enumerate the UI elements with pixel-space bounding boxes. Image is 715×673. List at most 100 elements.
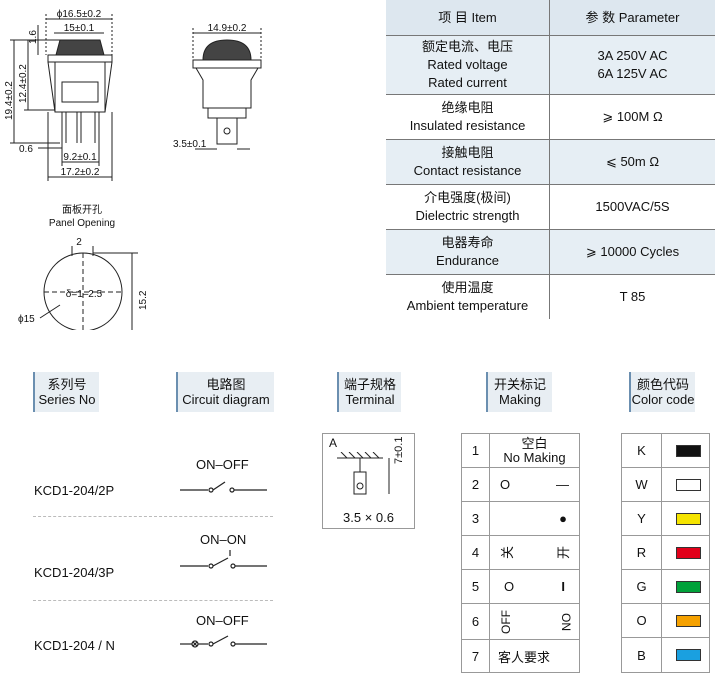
- spec-row: 电器寿命 Endurance ⩾ 10000 Cycles: [386, 230, 715, 275]
- spec-value-2: 6A 125V AC: [597, 66, 668, 81]
- spec-value: 1500VAC/5S: [595, 199, 670, 214]
- spec-item-cn: 接触电阻: [441, 145, 494, 160]
- color-swatch: [676, 479, 701, 491]
- color-swatch: [676, 615, 701, 627]
- spec-item-cn: 绝缘电阻: [441, 100, 494, 115]
- color-row: W: [622, 468, 709, 502]
- making-row: 7 客人要求: [462, 640, 579, 672]
- making-symbol-right: ON: [559, 612, 573, 631]
- series-header-en: Series No: [38, 392, 96, 407]
- terminal-label: A: [329, 436, 338, 450]
- circuit-header-en: Circuit diagram: [182, 392, 270, 407]
- making-row: 4 关 开: [462, 536, 579, 570]
- making-number: 3: [462, 502, 490, 535]
- making-text-cn: 空白: [521, 435, 548, 451]
- spec-value: T 85: [619, 289, 646, 304]
- dim-body-height: 12.4±0.2: [18, 64, 29, 103]
- spec-item-en2: Rated current: [428, 75, 507, 90]
- making-symbol-left: O: [500, 477, 511, 492]
- spec-item-en: Ambient temperature: [406, 298, 529, 313]
- rocker-button: [55, 39, 105, 56]
- dim-panel-diameter: ϕ15: [18, 314, 35, 325]
- terminal-drawing: [337, 452, 390, 495]
- making-symbol-right: —: [556, 477, 569, 492]
- making-header: 开关标记 Making: [486, 372, 552, 412]
- spec-item-cn: 电器寿命: [441, 235, 494, 250]
- color-code: G: [622, 570, 662, 603]
- spec-header-item: 项 目 Item: [386, 0, 550, 35]
- making-number: 6: [462, 604, 490, 639]
- making-symbol-right: I: [561, 579, 565, 594]
- spec-item-en: Dielectric strength: [415, 208, 520, 223]
- spec-item-en: Insulated resistance: [409, 118, 526, 133]
- color-row: O: [622, 604, 709, 638]
- terminal-box: A 7±0.1 3.5 × 0.6: [322, 433, 415, 529]
- making-number: 7: [462, 640, 490, 672]
- color-row: Y: [622, 502, 709, 536]
- color-swatch: [676, 547, 701, 559]
- spec-header-param: 参 数 Parameter: [585, 9, 680, 25]
- color-row: G: [622, 570, 709, 604]
- making-symbol-right: 开: [555, 545, 571, 560]
- spec-item-en: Endurance: [436, 253, 499, 268]
- making-row: 3 ●: [462, 502, 579, 536]
- spec-value: ⩾ 100M Ω: [602, 109, 663, 124]
- panel-thickness: δ=1–2.5: [66, 289, 103, 300]
- dim-pin-thickness: 0.6: [19, 144, 33, 155]
- series-model: KCD1-204/3P: [34, 565, 115, 580]
- spec-header-row: 项 目 Item 参 数 Parameter: [386, 0, 715, 36]
- circuit-header-cn: 电路图: [206, 377, 246, 392]
- making-row: 1 空白 No Making: [462, 434, 579, 468]
- terminal-dim: 3.5 × 0.6: [343, 510, 394, 525]
- color-header: 颜色代码 Color code: [629, 372, 695, 412]
- terminal-header: 端子规格 Terminal: [337, 372, 401, 412]
- terminal-header-cn: 端子规格: [343, 377, 396, 392]
- making-number: 2: [462, 468, 490, 501]
- side-cap: [202, 39, 252, 61]
- color-code: Y: [622, 502, 662, 535]
- spec-item-cn: 介电强度(极间): [424, 190, 511, 205]
- color-row: B: [622, 638, 709, 672]
- circuit-type: ON–OFF: [196, 457, 249, 472]
- making-number: 5: [462, 570, 490, 603]
- color-row: K: [622, 434, 709, 468]
- making-text-cn: 客人要求: [498, 649, 551, 665]
- color-swatch: [676, 581, 701, 593]
- spec-row: 接触电阻 Contact resistance ⩽ 50m Ω: [386, 140, 715, 185]
- making-header-en: Making: [499, 392, 541, 407]
- making-symbol-right: ●: [559, 511, 567, 526]
- panel-opening-title-cn: 面板开孔: [62, 203, 102, 216]
- spec-item-en: Rated voltage: [427, 57, 508, 72]
- making-symbol-left: OFF: [499, 609, 513, 634]
- series-header: 系列号 Series No: [33, 372, 99, 412]
- making-row: 2 O —: [462, 468, 579, 502]
- spec-row: 介电强度(极间) Dielectric strength 1500VAC/5S: [386, 185, 715, 230]
- color-swatch: [676, 445, 701, 457]
- spec-item-cn: 额定电流、电压: [421, 39, 513, 54]
- row-divider: [33, 600, 273, 601]
- spec-item-en: Contact resistance: [413, 163, 522, 178]
- panel-opening-title-en: Panel Opening: [49, 218, 115, 229]
- dimension-drawings: ϕ16.5±0.2 15±0.1 1.6 19.4±0.2 12.4±0.2 0…: [4, 9, 262, 330]
- spec-item-cn: 使用温度: [441, 280, 494, 295]
- making-table: 1 空白 No Making 2 O — 3 ● 4 关 开 5 O I 6: [461, 433, 580, 673]
- spec-row: 使用温度 Ambient temperature T 85: [386, 275, 715, 319]
- making-symbol-left: O: [504, 579, 515, 594]
- making-header-cn: 开关标记: [493, 377, 546, 392]
- color-code: O: [622, 604, 662, 637]
- making-row: 5 O I: [462, 570, 579, 604]
- color-swatch: [676, 649, 701, 661]
- dim-terminal-width: 3.5±0.1: [173, 139, 207, 150]
- spec-table: 项 目 Item 参 数 Parameter 额定电流、电压 Rated volt…: [386, 0, 715, 319]
- dim-side-width: 14.9±0.2: [208, 23, 247, 34]
- dim-top-width: 15±0.1: [64, 23, 95, 34]
- spec-value: ⩾ 10000 Cycles: [585, 244, 680, 259]
- making-number: 4: [462, 536, 490, 569]
- spec-value: ⩽ 50m Ω: [605, 154, 660, 169]
- circuit-header: 电路图 Circuit diagram: [176, 372, 274, 412]
- circuit-type: ON–OFF: [196, 613, 249, 628]
- dim-top-diameter: ϕ16.5±0.2: [57, 9, 102, 20]
- spec-row: 绝缘电阻 Insulated resistance ⩾ 100M Ω: [386, 95, 715, 140]
- series-model: KCD1-204/2P: [34, 483, 115, 498]
